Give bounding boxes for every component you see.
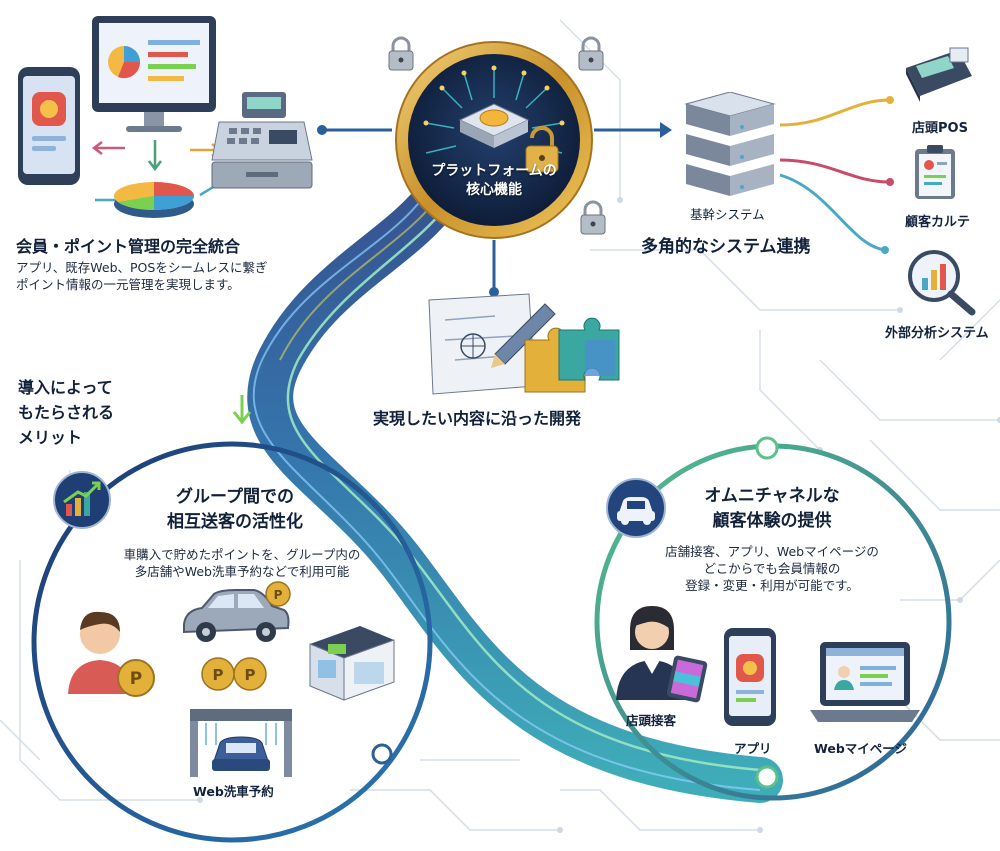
pos-terminal-icon: [906, 47, 972, 102]
core-label-line1: プラットフォームの: [431, 163, 557, 179]
pie-chart-icon: [114, 182, 194, 218]
system-integration-title: 多角的なシステム連携: [641, 237, 811, 257]
core-label-line2: 核心機能: [466, 182, 522, 198]
chip-icon: [458, 103, 530, 148]
lock-icon: [525, 126, 559, 173]
group-desc-line1: 車購入で貯めたポイントを、グループ内の: [123, 547, 361, 562]
car-icon: [183, 589, 290, 642]
carwash-label: Web洗車予約: [193, 784, 274, 799]
down-arrow-icon: [232, 395, 252, 425]
target-pos-label: 店頭POS: [912, 121, 968, 136]
lock-icon: [580, 200, 606, 235]
pencil-icon: [491, 303, 556, 368]
svg-text:P: P: [245, 666, 256, 684]
member-integration-desc: アプリ、既存Web、POSをシームレスに繋ぎ ポイント情報の一元管理を実現します…: [16, 259, 267, 293]
core-label: プラットフォームの 核心機能: [392, 162, 596, 200]
server-icon: [684, 92, 776, 196]
svg-text:P: P: [130, 669, 142, 689]
omni-desc-line3: 登録・変更・利用が可能です。: [685, 578, 859, 593]
puzzle-icon: [524, 317, 620, 393]
omni-title: オムニチャネルな 顧客体験の提供: [672, 484, 872, 534]
member-integration-illustration: [18, 16, 313, 218]
omni-desc-line1: 店舗接客、アプリ、Webマイページの: [665, 544, 879, 559]
staff-icon: [616, 606, 708, 703]
target-analytics-label: 外部分析システム: [885, 326, 989, 341]
coin-icon: P: [201, 657, 235, 691]
coin-stack-icon: P P: [201, 657, 267, 691]
clipboard-icon: [915, 145, 955, 199]
core-system-label: 基幹システム: [690, 207, 765, 222]
core-emblem: [395, 41, 593, 239]
merits-line1: 導入によって: [18, 378, 113, 397]
omni-title-line1: オムニチャネルな: [704, 486, 840, 506]
omni-title-line2: 顧客体験の提供: [712, 511, 832, 531]
target-karte-label: 顧客カルテ: [905, 215, 971, 230]
svg-text:P: P: [213, 666, 224, 684]
group-title-line1: グループ間での: [176, 487, 294, 507]
group-desc: 車購入で貯めたポイントを、グループ内の 多店舗やWeb洗車予約などで利用可能: [92, 546, 392, 580]
coin-icon: P: [233, 657, 267, 691]
person-icon: P: [68, 611, 155, 697]
monitor-icon: [92, 16, 216, 132]
development-illustration: [428, 293, 620, 395]
member-integration-desc-line1: アプリ、既存Web、POSをシームレスに繋ぎ: [16, 260, 268, 275]
coin-icon: P: [265, 581, 291, 607]
car-wash-icon: [190, 709, 292, 777]
member-integration-desc-line2: ポイント情報の一元管理を実現します。: [16, 277, 240, 292]
growth-chart-icon: [53, 471, 111, 529]
store-icon: [309, 626, 395, 701]
laptop-icon: [810, 642, 920, 722]
svg-text:P: P: [274, 588, 283, 602]
channel-web-label: Webマイページ: [814, 741, 908, 756]
channel-store-label: 店頭接客: [626, 713, 677, 728]
merits-label: 導入によって もたらされる メリット: [18, 375, 114, 450]
coin-icon: P: [117, 659, 155, 697]
channel-app-label: アプリ: [734, 741, 772, 756]
smartphone-icon: [724, 628, 776, 726]
smartphone-icon: [18, 67, 80, 185]
group-title-line2: 相互送客の活性化: [167, 512, 303, 532]
group-title: グループ間での 相互送客の活性化: [150, 485, 320, 535]
omni-desc: 店舗接客、アプリ、Webマイページの どこからでも会員情報の 登録・変更・利用が…: [632, 543, 912, 594]
magnifier-chart-icon: [908, 250, 976, 316]
group-desc-line2: 多店舗やWeb洗車予約などで利用可能: [134, 564, 350, 579]
development-title: 実現したい内容に沿った開発: [373, 409, 582, 428]
omni-desc-line2: どこからでも会員情報の: [703, 561, 841, 576]
lock-icon: [578, 36, 604, 71]
car-icon: [606, 478, 666, 538]
tablet-icon: [666, 655, 708, 703]
merits-line3: メリット: [18, 428, 83, 447]
cash-register-icon: [211, 92, 313, 189]
merits-line2: もたらされる: [18, 403, 115, 422]
member-integration-title: 会員・ポイント管理の完全統合: [16, 237, 241, 256]
group-circle: [31, 441, 433, 843]
lock-icon: [388, 36, 414, 71]
